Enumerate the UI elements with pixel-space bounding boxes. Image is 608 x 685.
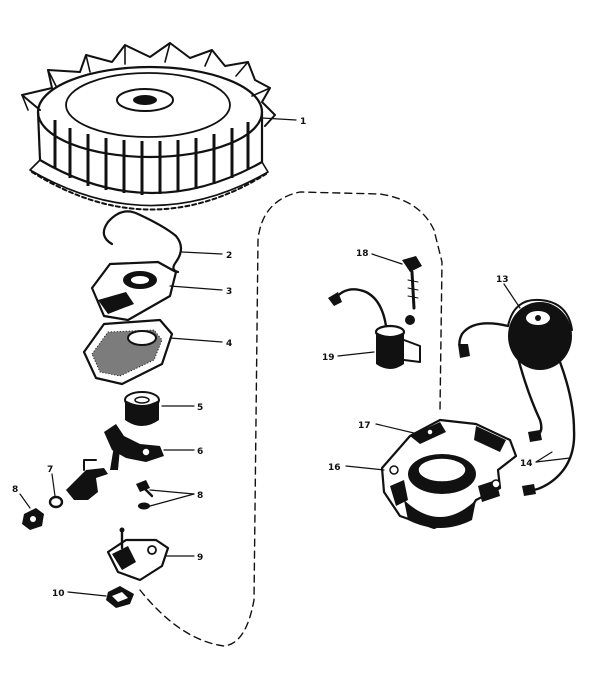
leader-line-14a bbox=[535, 451, 553, 463]
callout-3: 3 bbox=[226, 287, 232, 297]
leader-line-14b bbox=[535, 457, 571, 463]
condenser bbox=[328, 288, 421, 369]
leader-line-4 bbox=[169, 337, 223, 343]
callout-5: 5 bbox=[197, 403, 203, 413]
leader-line-1 bbox=[261, 117, 297, 121]
callout-14: 14 bbox=[520, 459, 533, 469]
stator-bracket bbox=[380, 418, 518, 530]
callout-9: 9 bbox=[197, 553, 203, 563]
leader-line-18 bbox=[371, 253, 403, 265]
leader-line-10 bbox=[67, 591, 107, 597]
lock-washer bbox=[48, 495, 64, 509]
leader-line-13 bbox=[503, 283, 521, 309]
screw-and-washer bbox=[136, 480, 154, 510]
assembly-group-line bbox=[139, 191, 443, 647]
leader-line-8b bbox=[149, 493, 195, 507]
gasket bbox=[82, 318, 174, 386]
spring-clip bbox=[102, 210, 183, 274]
callout-7: 7 bbox=[47, 465, 53, 475]
callout-4: 4 bbox=[226, 339, 232, 349]
leader-line-3 bbox=[169, 285, 223, 291]
leader-line-2 bbox=[181, 251, 223, 255]
callout-16: 16 bbox=[328, 463, 341, 473]
nut bbox=[22, 508, 44, 530]
callout-18: 18 bbox=[356, 249, 369, 259]
breaker-point-bracket bbox=[66, 459, 108, 500]
callout-8-nut: 8 bbox=[12, 485, 18, 495]
breaker-cover-plate bbox=[90, 260, 178, 322]
ignition-coil bbox=[507, 298, 573, 370]
leader-line-8a bbox=[149, 489, 195, 495]
leader-line-19 bbox=[337, 351, 375, 357]
leader-line-16 bbox=[345, 465, 385, 471]
breaker-base-plate bbox=[106, 527, 170, 582]
callout-8-screw: 8 bbox=[197, 491, 203, 501]
breaker-arm bbox=[104, 424, 164, 470]
felt-wick bbox=[106, 586, 134, 608]
flywheel bbox=[21, 42, 276, 211]
bushing bbox=[124, 391, 160, 426]
callout-19: 19 bbox=[322, 353, 335, 363]
callout-13: 13 bbox=[496, 275, 509, 285]
leader-line-nut bbox=[19, 493, 31, 509]
callout-2: 2 bbox=[226, 251, 232, 261]
callout-1: 1 bbox=[300, 117, 306, 127]
condenser-screw bbox=[402, 256, 422, 310]
leader-line-17 bbox=[375, 423, 419, 435]
callout-17: 17 bbox=[358, 421, 371, 431]
callout-6: 6 bbox=[197, 447, 203, 457]
callout-10: 10 bbox=[52, 589, 65, 599]
leader-line-7 bbox=[51, 473, 56, 497]
